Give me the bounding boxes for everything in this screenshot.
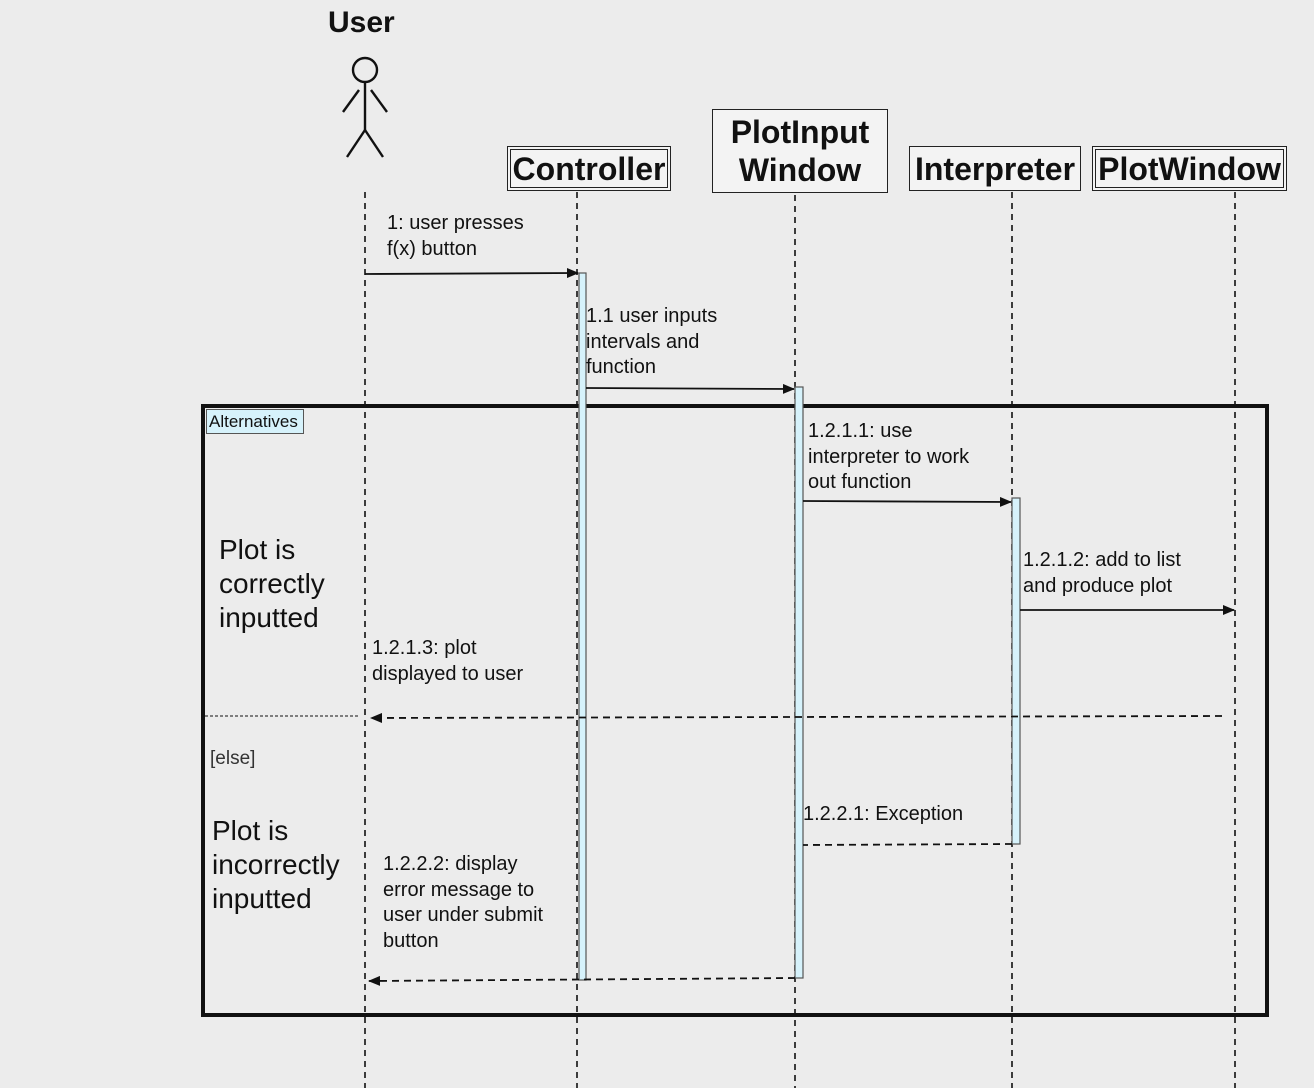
actor-controller-header: Controller: [507, 146, 671, 191]
msg-1-2-2-1-arrow: [802, 843, 1013, 846]
msg-1-2-1-1-label: 1.2.1.1: use interpreter to work out fun…: [808, 420, 970, 493]
msg-1-2-1-3-label: 1.2.1.3: plot displayed to user: [372, 637, 524, 685]
actor-interpreter-header: Interpreter: [909, 146, 1081, 191]
msg-1-1-arrow: [585, 383, 795, 394]
alt-fragment-frame: [201, 404, 1269, 1017]
activation-controller: [578, 272, 587, 981]
msg-1-arrow: [364, 268, 579, 279]
msg-1-2-2-2-label: 1.2.2.2: display error message to user u…: [383, 853, 544, 952]
actor-plotwindow-header: PlotWindow: [1092, 146, 1287, 191]
actor-plotinput-header: PlotInput Window: [712, 109, 888, 193]
msg-1-2-1-3-arrow: [370, 712, 1223, 723]
msg-1-2-1-1-arrow: [802, 496, 1012, 507]
alt-operand2-condition: Plot is incorrectly inputted: [212, 815, 340, 914]
alt-operator-label: Alternatives: [206, 409, 304, 434]
msg-1-2-2-1-label: 1.2.2.1: Exception: [803, 803, 964, 825]
alt-operand1-condition: Plot is correctly inputted: [219, 534, 325, 633]
msg-1-2-1-2-label: 1.2.1.2: add to list and produce plot: [1023, 549, 1181, 597]
activation-plotinput: [794, 386, 804, 979]
msg-1-label: 1: user presses f(x) button: [387, 212, 524, 260]
activation-interpreter: [1011, 497, 1021, 845]
user-stick-figure: [342, 56, 388, 158]
msg-1-1-label: 1.1 user inputs intervals and function: [586, 305, 718, 378]
alt-operand2-guard: [else]: [210, 748, 256, 769]
actor-user-name: User: [328, 6, 395, 39]
